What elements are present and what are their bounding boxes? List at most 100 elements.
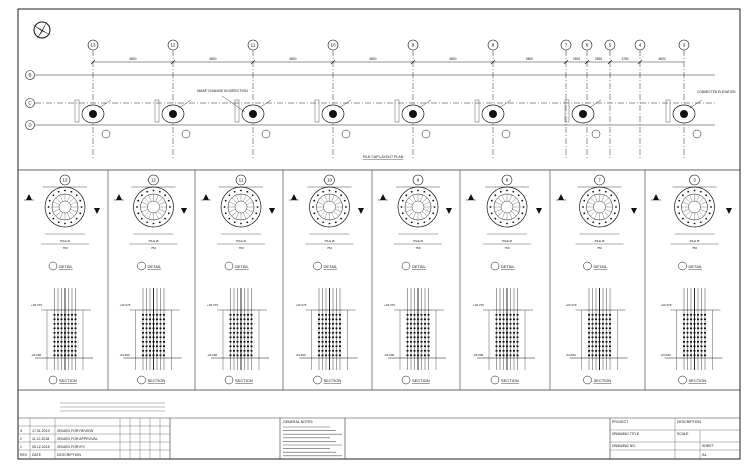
rebar-dot <box>313 199 316 202</box>
rebar-dot <box>432 212 435 215</box>
section-arrow-icon <box>181 208 187 214</box>
section-marker <box>490 375 500 385</box>
rebar-dot <box>522 206 525 208</box>
rebar-dot <box>343 199 346 202</box>
section-marker <box>591 129 601 139</box>
rebar-dot <box>512 221 515 224</box>
rebar-dot <box>334 221 337 224</box>
rebar-dot <box>428 194 431 197</box>
pile-cap-circle <box>397 186 439 228</box>
detail-grid-label: 10 <box>327 178 333 183</box>
rev-row-3-date: 05.12.2018 <box>32 445 50 449</box>
cap-width-label: 750 <box>415 246 420 250</box>
rebar-dot <box>140 217 143 220</box>
rebar-dot <box>75 217 78 220</box>
rebar-dot <box>499 221 502 224</box>
section-arrow-icon <box>94 208 100 214</box>
pile-cap-circle <box>133 186 174 228</box>
rev-row-3-rev: 1 <box>20 445 22 449</box>
rebar-dot <box>517 194 520 197</box>
rebar-dot <box>708 212 711 215</box>
rebar-dot <box>52 194 55 197</box>
section-marker <box>224 375 234 385</box>
section-marker <box>678 375 687 385</box>
rebar-dot <box>615 206 617 208</box>
rebar-dot <box>613 199 616 202</box>
section-marker <box>421 129 431 139</box>
detail-label: DETAIL <box>501 264 515 269</box>
section-arrow-icon <box>446 208 452 214</box>
grid-col-label: 7 <box>565 43 568 48</box>
sheet-value: A1 <box>702 452 708 457</box>
rebar-dot <box>136 206 138 208</box>
grid-col-label: 12 <box>170 43 176 48</box>
section-arrow-icon <box>291 194 297 200</box>
section-arrow-icon <box>653 194 659 200</box>
pile-cap-center <box>680 110 688 118</box>
cap-width-label: 750 <box>238 246 243 250</box>
project-label: PROJECT <box>612 420 629 424</box>
rebar-dot <box>490 212 493 215</box>
rev-row-1-date: 17.01.2019 <box>32 429 50 433</box>
section-label: SECTION <box>689 378 707 383</box>
revision-table: 3 17.01.2019 ISSUED FOR REVIEW 2 11.12.2… <box>18 418 170 459</box>
section-arrow-icon <box>203 194 209 200</box>
grid-col-label: 10 <box>330 43 336 48</box>
section-label: SECTION <box>148 378 166 383</box>
section-arrow-icon <box>631 208 637 214</box>
rev-row-3-desc: ISSUED FOR IFC <box>57 445 85 449</box>
section-label: SECTION <box>412 378 430 383</box>
bottom-level-label: -03.600 <box>473 353 484 357</box>
rebar-dot <box>613 212 616 215</box>
section-arrow-icon <box>468 194 474 200</box>
rebar-dot <box>494 194 497 197</box>
rebar-dot <box>401 199 404 202</box>
rebar-dot <box>224 199 227 202</box>
rebar-dot <box>246 221 249 224</box>
grid-row-label: D <box>28 123 32 128</box>
rebar-dot <box>164 194 167 197</box>
dimension-text: 2525 <box>595 57 602 61</box>
rebar-dot <box>583 212 586 215</box>
detail-marker <box>313 261 322 271</box>
dimension-text: 4820 <box>658 57 665 61</box>
section-marker <box>583 375 592 385</box>
rebar-dot <box>681 217 684 220</box>
grid-col-bubble <box>87 39 99 51</box>
detail-label: DETAIL <box>59 264 73 269</box>
rebar-dot <box>401 212 404 215</box>
pile-cap-circle <box>674 186 715 228</box>
rebar-dot <box>521 212 524 215</box>
drawing-info: PROJECT DESCRIPTION DRAWING TITLE SCALE … <box>610 418 740 459</box>
detail-label: DETAIL <box>235 264 249 269</box>
section-label: SECTION <box>324 378 342 383</box>
pile-section-elevation: +03.379-03.600 <box>207 288 269 370</box>
top-level-label: +03.379 <box>473 303 484 307</box>
rebar-dot <box>251 217 254 220</box>
grid-col-bubble <box>560 39 572 51</box>
sheet-border <box>17 8 741 460</box>
rebar-dot <box>57 190 60 193</box>
rebar-dot <box>410 221 413 224</box>
rebar-dot <box>521 199 524 202</box>
top-level-label: +03.379 <box>296 303 307 307</box>
bottom-level-label: -03.600 <box>296 353 307 357</box>
rebar-dot <box>710 206 712 208</box>
rebar-dot <box>240 222 242 225</box>
pile-section-elevation: +03.379 -03.600 <box>473 288 535 370</box>
section-marker <box>401 375 411 385</box>
rebar-dot <box>708 199 711 202</box>
rebar-dot <box>224 212 227 215</box>
section-label: SECTION <box>59 378 77 383</box>
detail-label: DETAIL <box>689 264 703 269</box>
section-arrow-icon <box>116 194 122 200</box>
cap-width-label: 750 <box>692 246 697 250</box>
title-block: 3 17.01.2019 ISSUED FOR REVIEW 2 11.12.2… <box>18 402 740 459</box>
section-label: SECTION <box>501 378 519 383</box>
rebar-dot <box>152 189 155 192</box>
rev-row-1-desc: ISSUED FOR REVIEW <box>57 429 94 433</box>
rev-row-1-rev: 3 <box>20 429 22 433</box>
